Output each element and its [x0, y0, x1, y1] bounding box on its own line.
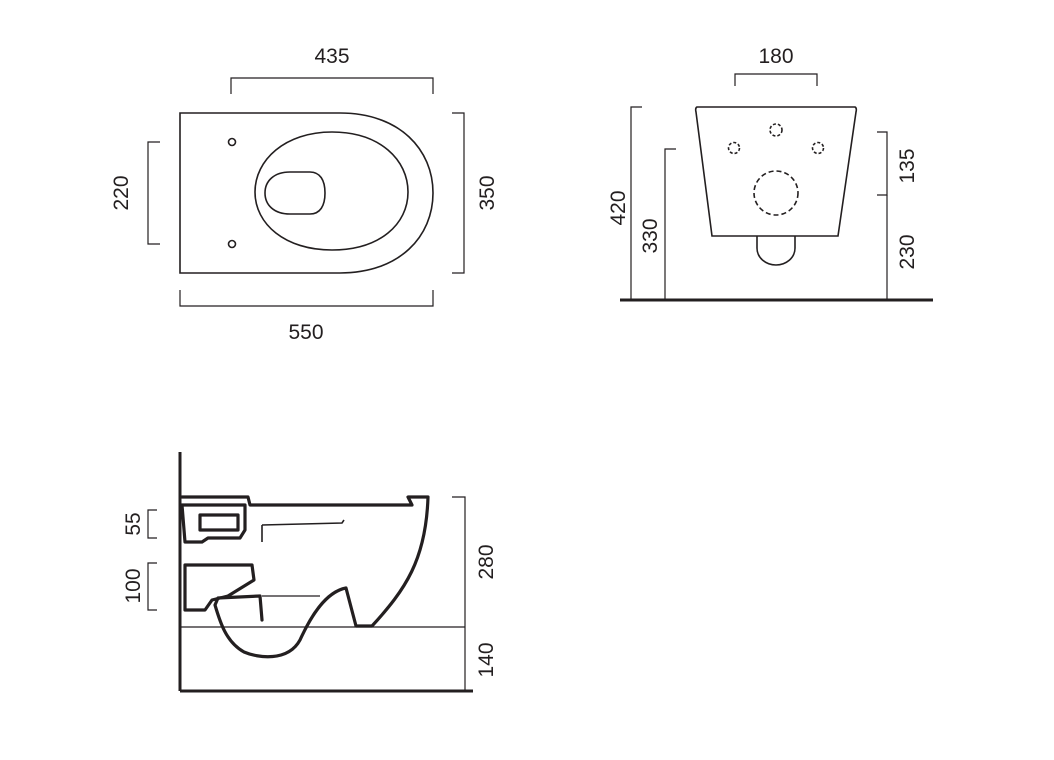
dim-line-435: [230, 77, 434, 94]
front-view-fixing-hole: [769, 123, 783, 137]
top-view-bowl-outline: [179, 112, 434, 274]
dim-label-140: 140: [475, 642, 498, 677]
dim-label-280: 280: [475, 544, 498, 579]
dim-line-220: [147, 141, 160, 245]
front-view-outlet: [756, 236, 796, 266]
dim-line-550: [179, 290, 434, 307]
front-view-fixing-hole: [727, 141, 741, 155]
front-view-drain-hole: [753, 170, 799, 216]
top-view-fixing-hole: [227, 137, 237, 147]
dim-label-350: 350: [476, 175, 499, 210]
dim-label-135: 135: [896, 148, 919, 183]
dim-line-100: [147, 562, 157, 611]
top-view-fixing-hole: [227, 239, 237, 249]
side-view-outlet: [183, 563, 256, 612]
side-view-bowl-profile: [180, 495, 430, 659]
side-view-rim-line: [261, 519, 345, 542]
dim-line-350: [452, 112, 465, 274]
dim-label-420: 420: [607, 190, 630, 225]
dim-line-180: [734, 73, 818, 86]
front-view: 180 420 330 135 230: [607, 45, 933, 302]
dim-line-420: [630, 106, 642, 300]
dim-label-55: 55: [122, 512, 145, 535]
front-view-body: [694, 106, 858, 237]
side-view-inlet: [180, 503, 247, 544]
dim-label-550: 550: [288, 321, 323, 344]
dim-line-330: [664, 148, 676, 300]
dim-line-280: [452, 496, 466, 627]
top-view: 435 550 350 220: [110, 45, 499, 344]
dim-label-220: 220: [110, 175, 133, 210]
side-view: 280 140 55 100: [122, 452, 498, 693]
dim-line-55: [147, 509, 157, 539]
dim-label-180: 180: [758, 45, 793, 68]
dim-line-135: [877, 131, 888, 196]
top-view-drain: [264, 171, 326, 215]
dim-label-435: 435: [314, 45, 349, 68]
dim-label-330: 330: [639, 218, 662, 253]
front-view-fixing-hole: [811, 141, 825, 155]
top-view-inner-bowl: [254, 131, 409, 251]
dim-label-230: 230: [896, 234, 919, 269]
dim-label-100: 100: [122, 568, 145, 603]
